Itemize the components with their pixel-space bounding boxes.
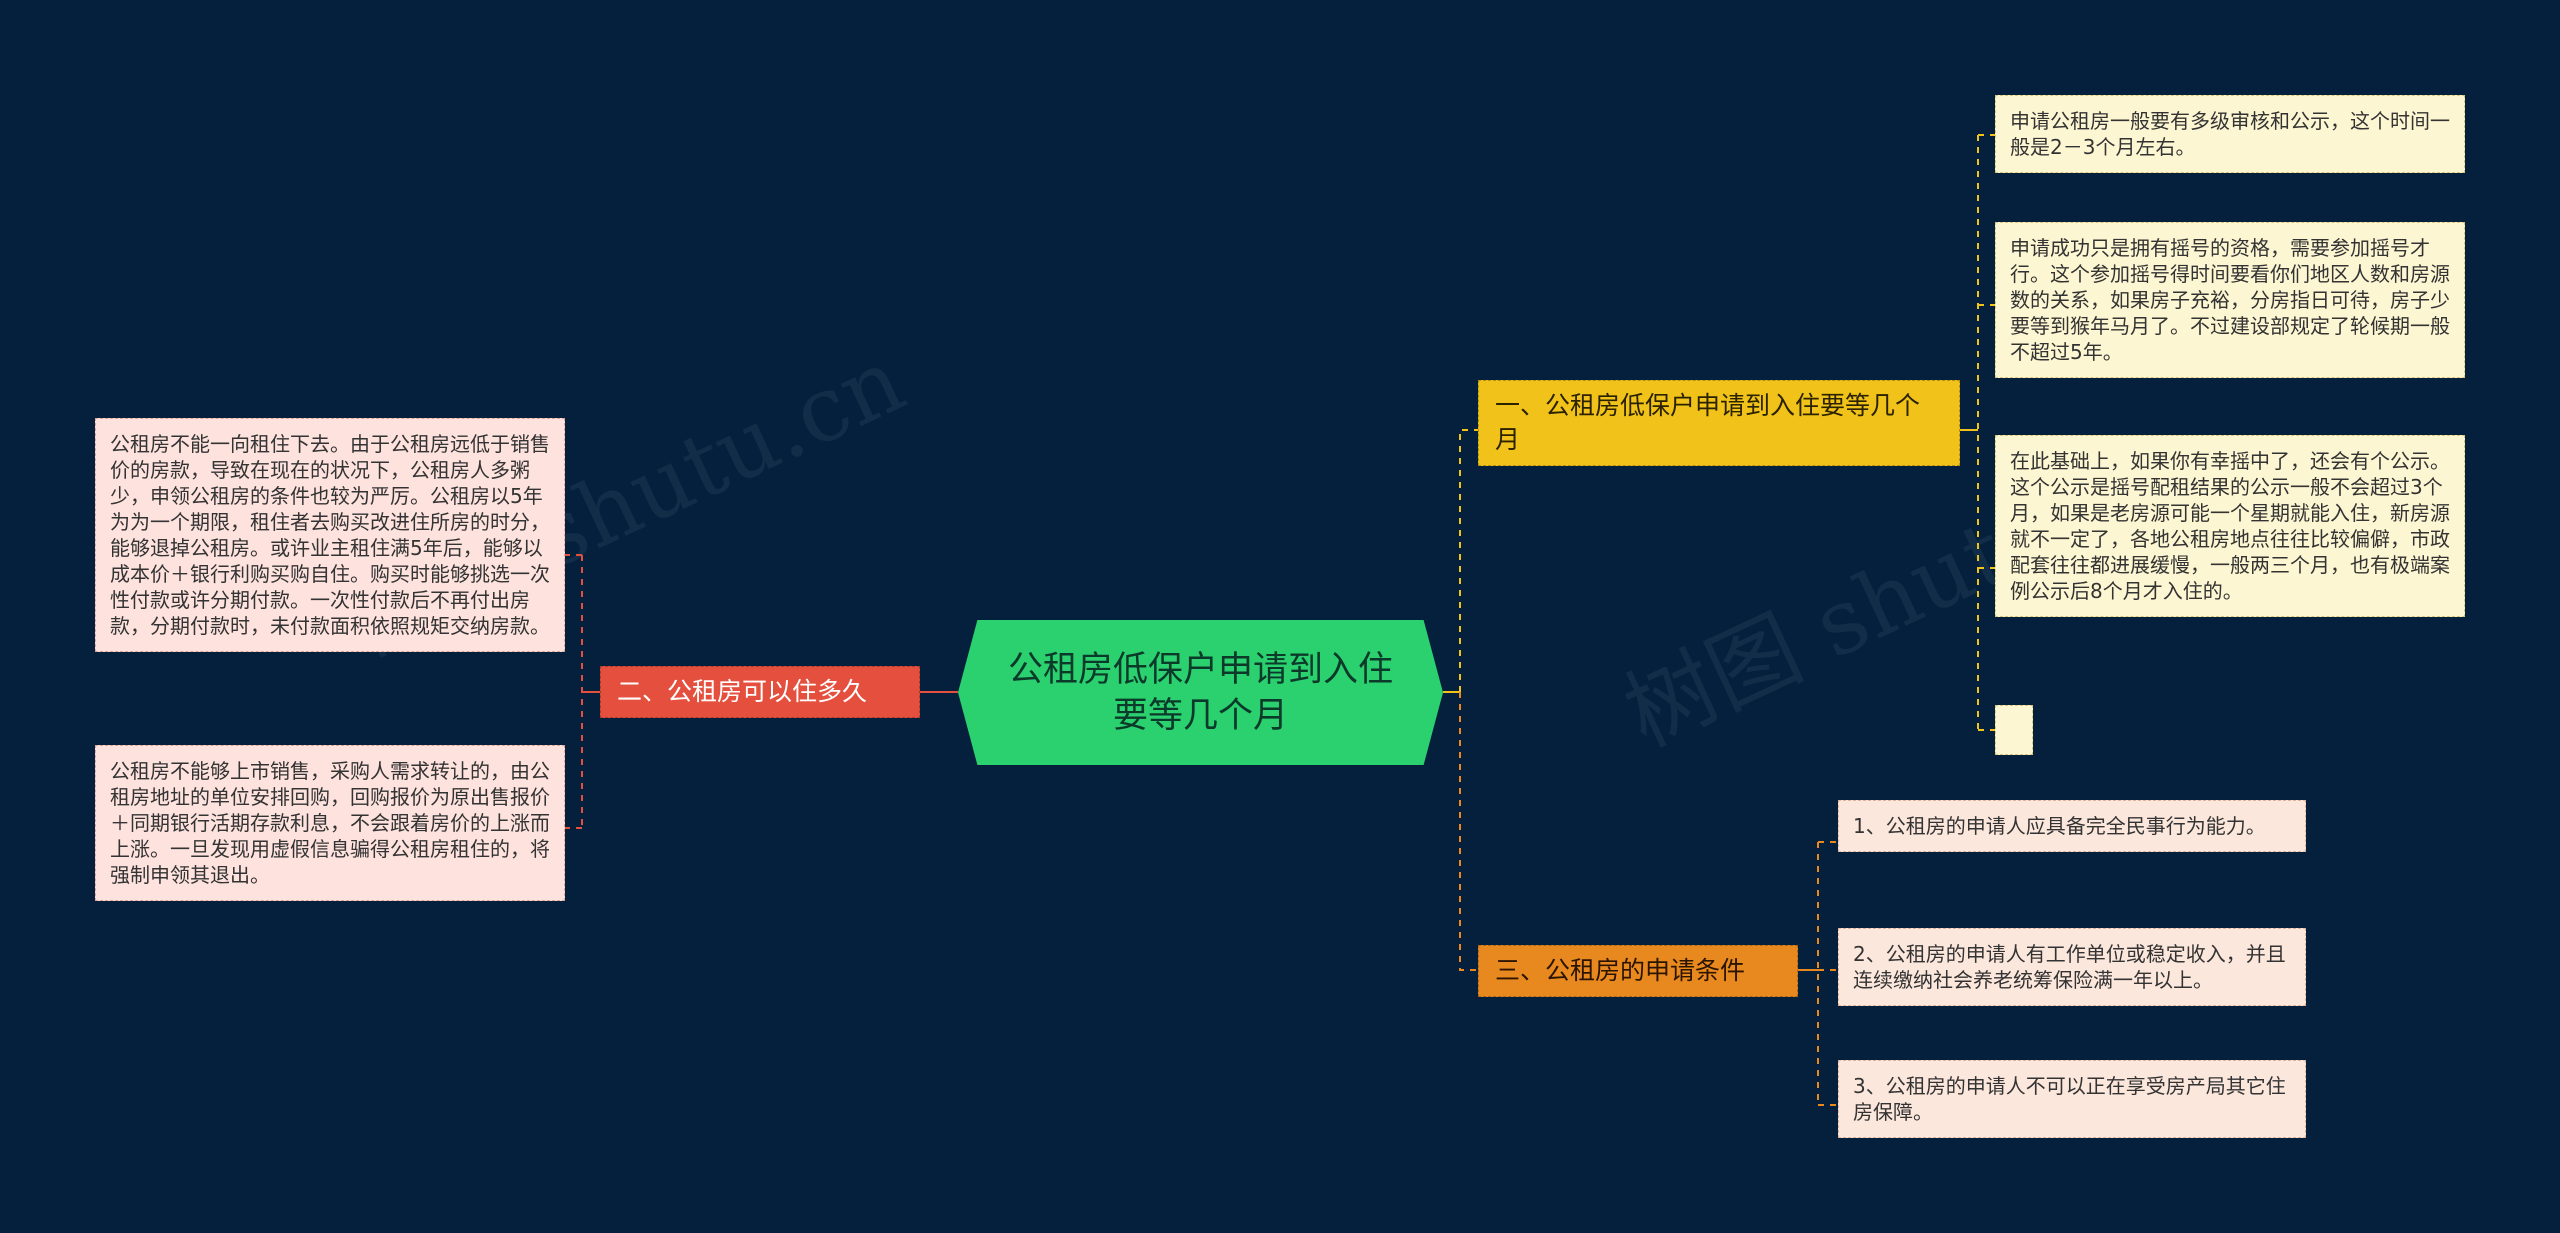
branch-2-leaf-1[interactable]: 公租房不能一向租住下去。由于公租房远低于销售价的房款，导致在现在的状况下，公租房… (95, 418, 565, 652)
branch-3-leaf-2[interactable]: 2、公租房的申请人有工作单位或稳定收入，并且连续缴纳社会养老统筹保险满一年以上。 (1838, 928, 2306, 1006)
branch-1-leaf-1[interactable]: 申请公租房一般要有多级审核和公示，这个时间一般是2－3个月左右。 (1995, 95, 2465, 173)
central-topic[interactable]: 公租房低保户申请到入住要等几个月 (958, 620, 1443, 765)
branch-1-leaf-2[interactable]: 申请成功只是拥有摇号的资格，需要参加摇号才行。这个参加摇号得时间要看你们地区人数… (1995, 222, 2465, 378)
branch-3-leaf-1[interactable]: 1、公租房的申请人应具备完全民事行为能力。 (1838, 800, 2306, 852)
branch-2-leaf-2[interactable]: 公租房不能够上市销售，采购人需求转让的，由公租房地址的单位安排回购，回购报价为原… (95, 745, 565, 901)
branch-3-leaf-3[interactable]: 3、公租房的申请人不可以正在享受房产局其它住房保障。 (1838, 1060, 2306, 1138)
branch-1-topic[interactable]: 一、公租房低保户申请到入住要等几个月 (1478, 380, 1960, 466)
branch-3-topic[interactable]: 三、公租房的申请条件 (1478, 945, 1798, 997)
branch-2-topic[interactable]: 二、公租房可以住多久 (600, 666, 920, 718)
branch-1-leaf-3[interactable]: 在此基础上，如果你有幸摇中了，还会有个公示。这个公示是摇号配租结果的公示一般不会… (1995, 435, 2465, 617)
branch-1-leaf-4-empty[interactable] (1995, 705, 2033, 755)
